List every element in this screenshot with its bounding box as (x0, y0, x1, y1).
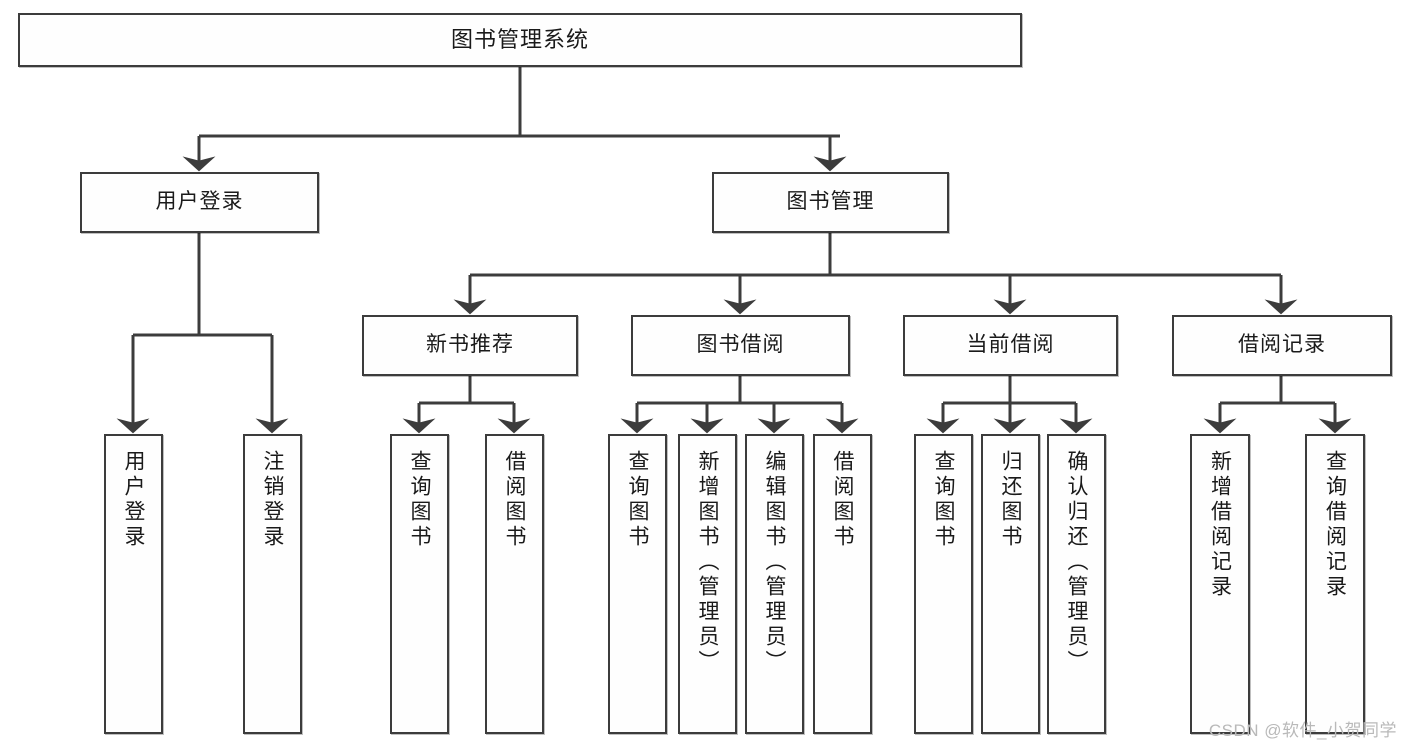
node-borrow-records-label: 借阅记录 (1238, 333, 1326, 357)
leaf-borrow-books-label: 借阅图书 (831, 450, 854, 550)
node-book-management[interactable]: 图书管理 (712, 172, 949, 233)
leaf-confirm-return-admin[interactable]: 确认归还（管理员） (1047, 434, 1106, 734)
leaf-add-book-admin-label: 新增图书（管理员） (696, 450, 719, 675)
leaf-edit-book-admin[interactable]: 编辑图书（管理员） (745, 434, 804, 734)
node-new-book-recommend-label: 新书推荐 (426, 333, 514, 357)
node-user-login[interactable]: 用户登录 (80, 172, 319, 233)
node-book-borrow[interactable]: 图书借阅 (631, 315, 850, 376)
node-root-label: 图书管理系统 (450, 27, 589, 53)
leaf-query-borrow-record-label: 查询借阅记录 (1323, 450, 1347, 600)
leaf-borrow-books-recommend[interactable]: 借阅图书 (485, 434, 544, 734)
watermark: CSDN @软件_小贺同学 (1208, 721, 1397, 740)
leaf-return-books[interactable]: 归还图书 (981, 434, 1040, 734)
node-current-borrow[interactable]: 当前借阅 (903, 315, 1118, 376)
node-borrow-records[interactable]: 借阅记录 (1172, 315, 1392, 376)
node-current-borrow-label: 当前借阅 (966, 333, 1055, 357)
leaf-add-borrow-record[interactable]: 新增借阅记录 (1190, 434, 1250, 734)
leaf-query-books-recommend[interactable]: 查询图书 (390, 434, 449, 734)
leaf-user-login[interactable]: 用户登录 (104, 434, 163, 734)
leaf-add-book-admin[interactable]: 新增图书（管理员） (678, 434, 737, 734)
leaf-borrow-books-recommend-label: 借阅图书 (503, 450, 526, 550)
leaf-query-books-recommend-label: 查询图书 (408, 450, 431, 550)
leaf-logout-label: 注销登录 (261, 450, 284, 550)
leaf-logout[interactable]: 注销登录 (243, 434, 302, 734)
node-root[interactable]: 图书管理系统 (18, 13, 1022, 67)
leaf-add-borrow-record-label: 新增借阅记录 (1208, 450, 1232, 600)
leaf-confirm-return-admin-label: 确认归还（管理员） (1065, 450, 1088, 675)
leaf-return-books-label: 归还图书 (999, 450, 1022, 550)
leaf-borrow-books[interactable]: 借阅图书 (813, 434, 872, 734)
node-book-management-label: 图书管理 (786, 190, 875, 214)
leaf-query-borrow-record[interactable]: 查询借阅记录 (1305, 434, 1365, 734)
node-book-borrow-label: 图书借阅 (696, 333, 785, 357)
leaf-user-login-label: 用户登录 (122, 450, 145, 550)
leaf-query-books-borrow-label: 查询图书 (626, 450, 649, 550)
leaf-edit-book-admin-label: 编辑图书（管理员） (763, 450, 786, 675)
node-user-login-label: 用户登录 (155, 190, 244, 214)
node-new-book-recommend[interactable]: 新书推荐 (362, 315, 578, 376)
leaf-query-books-borrow[interactable]: 查询图书 (608, 434, 667, 734)
leaf-query-books-current-label: 查询图书 (932, 450, 955, 550)
leaf-query-books-current[interactable]: 查询图书 (914, 434, 973, 734)
